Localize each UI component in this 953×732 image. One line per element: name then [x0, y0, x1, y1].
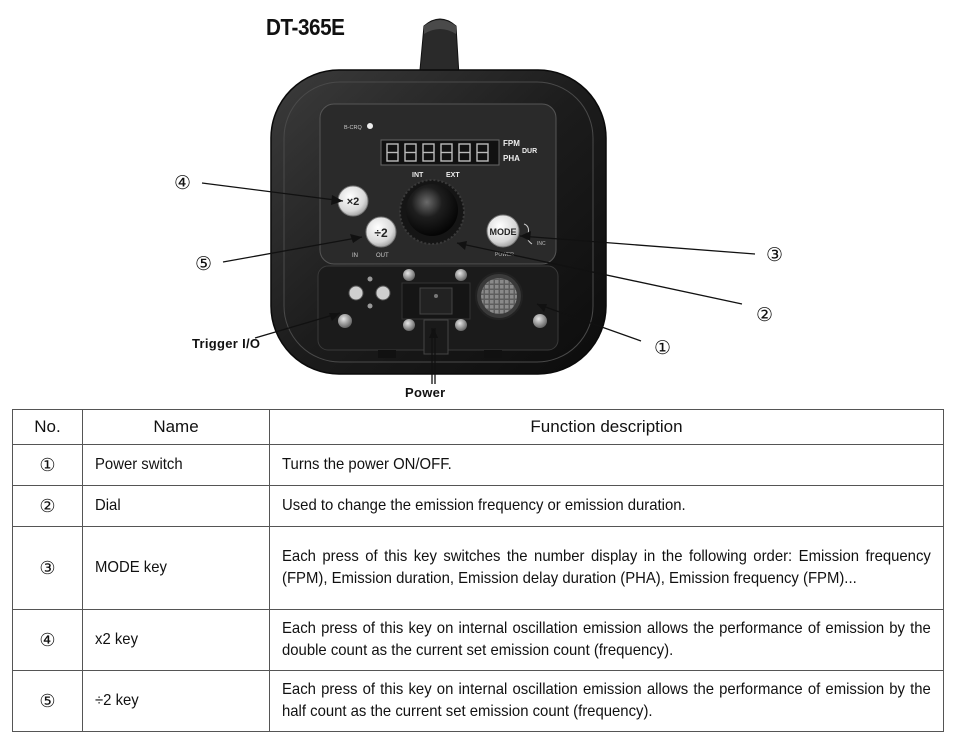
trigger-io-connector[interactable] — [348, 276, 391, 309]
svg-text:×2: ×2 — [347, 196, 360, 208]
dial-knob[interactable] — [399, 179, 465, 245]
div2-key[interactable]: ÷2 — [365, 216, 397, 248]
table-row: ④ x2 key Each press of this key on inter… — [12, 609, 944, 671]
header-name: Name — [82, 409, 270, 445]
power-label: Power — [405, 385, 446, 400]
callout-2: ② — [756, 305, 774, 326]
ext-label: EXT — [446, 172, 460, 179]
out-label: OUT — [376, 253, 389, 259]
in-label: IN — [352, 253, 358, 259]
bcrq-indicator-icon — [367, 123, 373, 129]
mode-key[interactable]: MODE — [486, 214, 520, 248]
svg-text:MODE: MODE — [490, 227, 517, 237]
row-name: ÷2 key — [82, 670, 270, 732]
callout-3: ③ — [766, 245, 784, 266]
trigger-io-label: Trigger I/O — [192, 336, 261, 351]
table-row: ② Dial Used to change the emission frequ… — [12, 485, 944, 527]
power-switch-button[interactable] — [475, 272, 523, 320]
table-row: ⑤ ÷2 key Each press of this key on inter… — [12, 670, 944, 732]
callout-5: ⑤ — [195, 254, 213, 275]
row-no: ④ — [12, 609, 83, 671]
row-no: ② — [12, 485, 83, 527]
table-row: ③ MODE key Each press of this key switch… — [12, 526, 944, 610]
int-label: INT — [412, 172, 424, 179]
bcrq-label: B-CRQ — [344, 125, 362, 131]
row-description: Used to change the emission frequency or… — [269, 485, 944, 527]
header-description: Function description — [269, 409, 944, 445]
row-description: Each press of this key on internal oscil… — [269, 670, 944, 732]
callout-1: ① — [654, 338, 672, 359]
inc-label: INC — [537, 241, 546, 247]
row-description: Each press of this key switches the numb… — [269, 526, 944, 610]
row-description: Each press of this key on internal oscil… — [269, 609, 944, 671]
row-name: MODE key — [82, 526, 270, 610]
row-name: x2 key — [82, 609, 270, 671]
power-connector — [401, 282, 471, 355]
row-no: ③ — [12, 526, 83, 610]
led-digits — [386, 143, 489, 162]
table-row: ① Power switch Turns the power ON/OFF. — [12, 444, 944, 486]
function-table: No. Name Function description ① Power sw… — [12, 409, 944, 732]
fpm-label: FPM — [503, 139, 520, 148]
device-illustration: B-CRQ FPM DUR PHA INT EXT ×2 ÷2 IN OUT — [201, 18, 756, 384]
model-title: DT-365E — [266, 14, 345, 40]
row-no: ⑤ — [12, 670, 83, 732]
callout-4: ④ — [174, 173, 192, 194]
pha-label: PHA — [503, 154, 520, 163]
header-no: No. — [12, 409, 83, 445]
power-small-label: POWER — [495, 252, 514, 258]
panel-screws — [338, 269, 547, 331]
row-description: Turns the power ON/OFF. — [269, 444, 944, 486]
row-no: ① — [12, 444, 83, 486]
row-name: Dial — [82, 485, 270, 527]
leader-arrowheads — [329, 195, 547, 338]
svg-text:÷2: ÷2 — [374, 226, 388, 240]
dur-label: DUR — [522, 148, 537, 155]
table-header-row: No. Name Function description — [12, 409, 944, 445]
row-name: Power switch — [82, 444, 270, 486]
